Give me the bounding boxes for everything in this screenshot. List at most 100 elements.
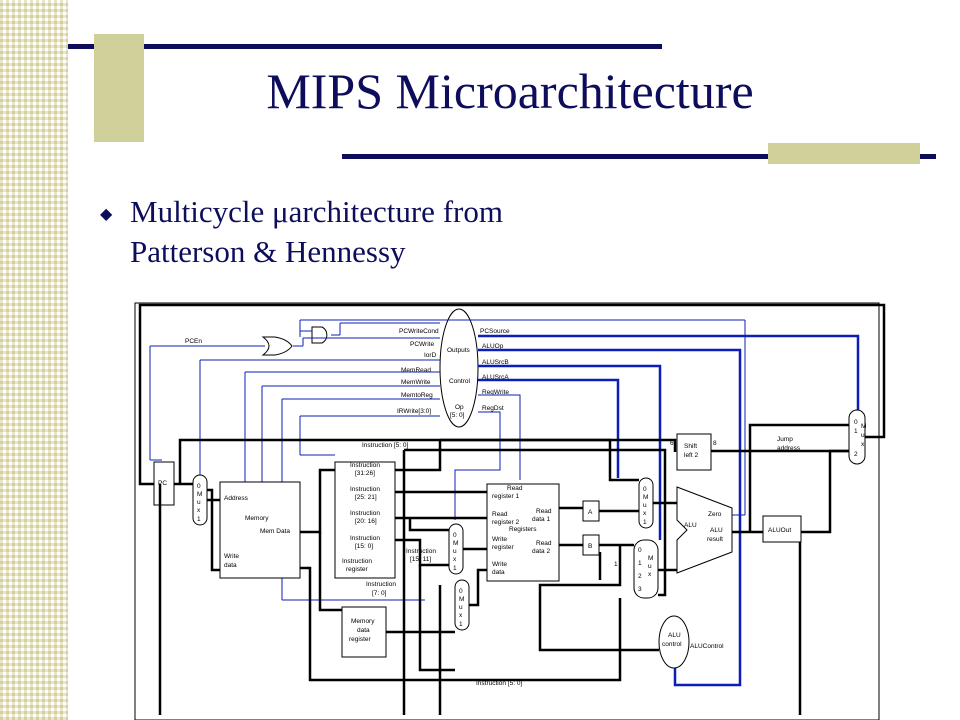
rf-rd1a: Read [536, 508, 552, 515]
mux-pcsource-u: u [861, 432, 865, 439]
jump-b: address [777, 445, 801, 452]
sig-aluop: ALUOp [482, 343, 504, 350]
mux-pcsource-2: 2 [854, 451, 858, 458]
bullet-line-2: Patterson & Hennessy [130, 234, 406, 269]
alu-control-a: ALU [668, 632, 681, 639]
mux-pcsource-m: M [861, 423, 866, 430]
memory-data-label: data [224, 562, 237, 569]
ir-f3b: [20: 16] [355, 518, 377, 525]
sig-alusrca: ALUSrcA [482, 374, 509, 381]
mux-iord-x: x [197, 507, 201, 514]
ir-f1b: [31:26] [355, 470, 375, 477]
mux-regdst-1: 1 [453, 565, 457, 572]
rf-rd2b: data 2 [532, 548, 550, 555]
instr-7-0-a: Instruction [366, 581, 396, 588]
and-gate [311, 326, 328, 344]
mux-alusrca-x: x [643, 510, 647, 517]
pc-label: PC [158, 480, 167, 487]
bullet-line-1: Multicycle μarchitecture from [130, 194, 503, 229]
jump-a: Jump [777, 436, 793, 443]
mdr-b: data [357, 627, 370, 634]
alu [676, 486, 733, 574]
mux-iord-m: M [197, 491, 202, 498]
rf-rr2b: register 2 [492, 519, 519, 526]
sig-pcwritecond: PCWriteCond [399, 328, 439, 335]
title-accent-bar-top [68, 44, 662, 49]
mux-regdst-m: M [453, 540, 458, 547]
mux-regdst-0: 0 [453, 532, 457, 539]
mux-alusrcb-u: u [648, 563, 652, 570]
mux-alusrca-0: 0 [643, 486, 647, 493]
sig-regwrite: RegWrite [482, 389, 509, 396]
mux-iord-0: 0 [197, 483, 201, 490]
ir-f2b: [25: 21] [355, 494, 377, 501]
rf-rr1b: register 1 [492, 493, 519, 500]
shift-b: left 2 [684, 452, 698, 459]
mux-alusrcb-2: 2 [638, 573, 642, 580]
sig-pcen: PCEn [185, 338, 202, 345]
mux-memtoreg-u: u [459, 604, 463, 611]
mux-alusrcb-0: 0 [638, 547, 642, 554]
sig-pcwrite: PCWrite [410, 341, 434, 348]
mux-memtoreg-0: 0 [459, 588, 463, 595]
mux-regdst-u: u [453, 548, 457, 555]
rf-registers: Registers [509, 526, 537, 533]
title-accent-block-right [768, 143, 920, 164]
shift-in: 6 [670, 440, 674, 447]
shift-out: 8 [713, 440, 717, 447]
control-label: Control [449, 378, 471, 385]
instr-5-0-top: Instruction [5: 0] [362, 442, 408, 449]
aluout-label: ALUOut [768, 527, 791, 534]
mux-alusrcb-x: x [648, 571, 652, 578]
ir-f3: Instruction [350, 510, 380, 517]
memory-write-label: Write [224, 553, 239, 560]
diamond-bullet-icon: ◆ [100, 206, 113, 223]
mux-alusrca-1: 1 [643, 519, 647, 526]
shift-left-2 [676, 433, 712, 471]
memory-address-label: Address [224, 495, 249, 502]
striped-side-border [0, 0, 68, 720]
mux-alusrca-m: M [643, 494, 648, 501]
sig-irwrite: IRWrite[3:0] [397, 408, 431, 415]
sig-pcsource: PCSource [480, 328, 510, 335]
control-op-bits-label: [5: 0] [450, 412, 465, 419]
mdr-a: Memory [351, 618, 375, 625]
register-file [486, 483, 560, 582]
memory-data-register [341, 606, 387, 658]
rf-wrb: register [492, 544, 515, 551]
ir-f4: Instruction [350, 535, 380, 542]
mux-alusrcb-m: M [648, 555, 653, 562]
ir-f4b: [15: 0] [355, 543, 373, 550]
instr-5-0-bottom: Instruction [5: 0] [476, 680, 522, 687]
rf-wdb: data [492, 569, 505, 576]
rf-rr2a: Read [492, 511, 508, 518]
control-op-label: Op [455, 404, 464, 411]
instruction-register [334, 461, 396, 579]
alu-result-1: ALU [710, 527, 723, 534]
sig-regdst: RegDst [482, 405, 504, 412]
control-unit [439, 308, 479, 428]
const-four: 1 [614, 561, 618, 568]
mdr-c: register [349, 636, 372, 643]
sig-iord: IorD [424, 352, 437, 359]
reg-a-label: A [588, 509, 593, 516]
rf-rr1a: Read [507, 485, 523, 492]
mux-memtoreg-x: x [459, 612, 463, 619]
mux-memtoreg-m: M [459, 596, 464, 603]
aluout-register [762, 515, 802, 543]
shift-a: Shift [684, 443, 697, 450]
sig-memwrite: MemWrite [401, 379, 431, 386]
mux-memtoreg-1: 1 [459, 621, 463, 628]
rf-rd1b: data 1 [532, 516, 550, 523]
ir-f1: Instruction [350, 462, 380, 469]
memory-block [219, 481, 301, 579]
bullet-text: Multicycle μarchitecture from Patterson … [130, 192, 503, 272]
mux-alusrcb-3: 3 [638, 586, 642, 593]
ir-f2: Instruction [350, 486, 380, 493]
diagram-frame [134, 302, 880, 720]
control-outputs-label: Outputs [447, 347, 471, 354]
memory-label: Memory [245, 515, 269, 522]
mux-alusrcb-1: 1 [638, 560, 642, 567]
title-accent-bar-bottom [342, 154, 936, 159]
mux-iord-u: u [197, 499, 201, 506]
